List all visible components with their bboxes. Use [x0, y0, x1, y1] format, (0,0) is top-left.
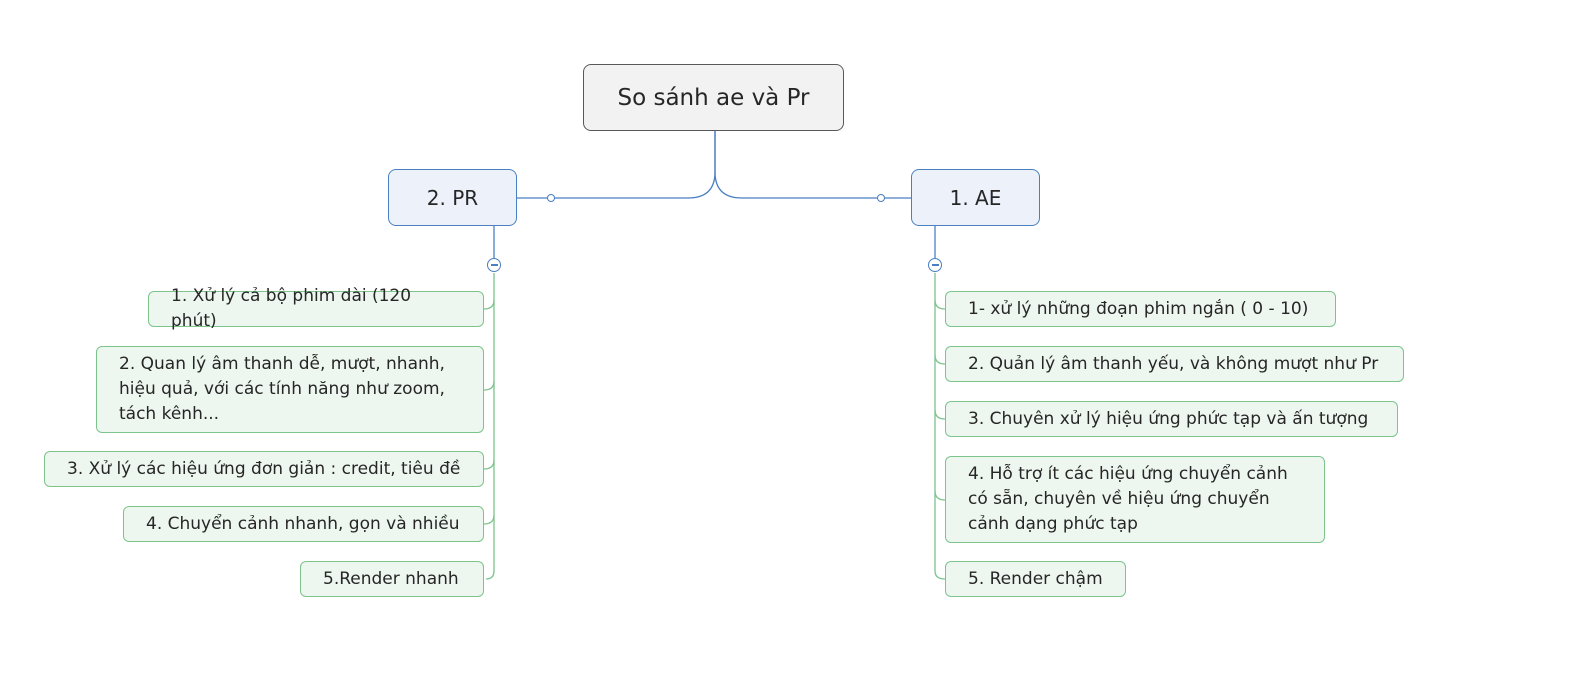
root-to-pr-connector	[517, 131, 716, 199]
collapse-pr-button[interactable]	[487, 258, 501, 272]
pr-subtopic-1-label: 1. Xử lý cả bộ phim dài (120 phút)	[171, 286, 412, 331]
ae-subtopic-3[interactable]: 3. Chuyên xử lý hiệu ứng phức tạp và ấn …	[945, 401, 1398, 437]
ae-attach-dot	[877, 194, 885, 202]
root-to-ae-connector	[714, 131, 911, 199]
pr-subtopic-5[interactable]: 5.Render nhanh	[300, 561, 484, 597]
pr-connector-3	[483, 459, 495, 470]
pr-connector-1	[483, 299, 495, 310]
ae-subtopic-4[interactable]: 4. Hỗ trợ ít các hiệu ứng chuyển cảnh có…	[945, 456, 1325, 543]
pr-trunk	[485, 273, 495, 580]
minus-icon	[931, 264, 939, 266]
ae-subtopic-2[interactable]: 2. Quản lý âm thanh yếu, và không mượt n…	[945, 346, 1404, 382]
ae-subtopic-3-label: 3. Chuyên xử lý hiệu ứng phức tạp và ấn …	[968, 408, 1369, 429]
pr-attach-dot	[547, 194, 555, 202]
ae-trunk	[934, 273, 946, 580]
ae-connector-1	[934, 299, 946, 310]
branch-topic-ae[interactable]: 1. AE	[911, 169, 1040, 226]
pr-connector-4	[483, 514, 495, 525]
root-topic-label: So sánh ae và Pr	[617, 84, 810, 111]
pr-subtopic-1[interactable]: 1. Xử lý cả bộ phim dài (120 phút)	[148, 286, 484, 331]
ae-connector-4	[934, 490, 946, 501]
ae-connector-3	[934, 409, 946, 420]
ae-subtopic-5[interactable]: 5. Render chậm	[945, 561, 1126, 597]
pr-subtopic-2-label: 2. Quan lý âm thanh dễ, mượt, nhanh, hiệ…	[119, 354, 445, 424]
branch-topic-pr[interactable]: 2. PR	[388, 169, 517, 226]
pr-subtopic-5-label: 5.Render nhanh	[323, 568, 459, 589]
pr-connector-2	[483, 380, 495, 391]
pr-subtopic-4-label: 4. Chuyển cảnh nhanh, gọn và nhiều	[146, 513, 460, 534]
pr-subtopic-3-label: 3. Xử lý các hiệu ứng đơn giản : credit,…	[67, 458, 461, 479]
pr-subtopic-2[interactable]: 2. Quan lý âm thanh dễ, mượt, nhanh, hiệ…	[96, 346, 484, 433]
pr-subtopic-4[interactable]: 4. Chuyển cảnh nhanh, gọn và nhiều	[123, 506, 484, 542]
ae-connector-2	[934, 354, 946, 365]
minus-icon	[490, 264, 498, 266]
collapse-ae-button[interactable]	[928, 258, 942, 272]
branch-topic-ae-label: 1. AE	[949, 185, 1002, 210]
ae-subtopic-5-label: 5. Render chậm	[968, 568, 1103, 589]
root-topic[interactable]: So sánh ae và Pr	[583, 64, 844, 131]
ae-subtopic-4-label: 4. Hỗ trợ ít các hiệu ứng chuyển cảnh có…	[968, 464, 1288, 534]
branch-topic-pr-label: 2. PR	[426, 185, 479, 210]
pr-subtopic-3[interactable]: 3. Xử lý các hiệu ứng đơn giản : credit,…	[44, 451, 484, 487]
ae-subtopic-1-label: 1- xử lý những đoạn phim ngắn ( 0 - 10)	[968, 298, 1309, 319]
ae-subtopic-1[interactable]: 1- xử lý những đoạn phim ngắn ( 0 - 10)	[945, 291, 1336, 327]
ae-subtopic-2-label: 2. Quản lý âm thanh yếu, và không mượt n…	[968, 353, 1379, 374]
